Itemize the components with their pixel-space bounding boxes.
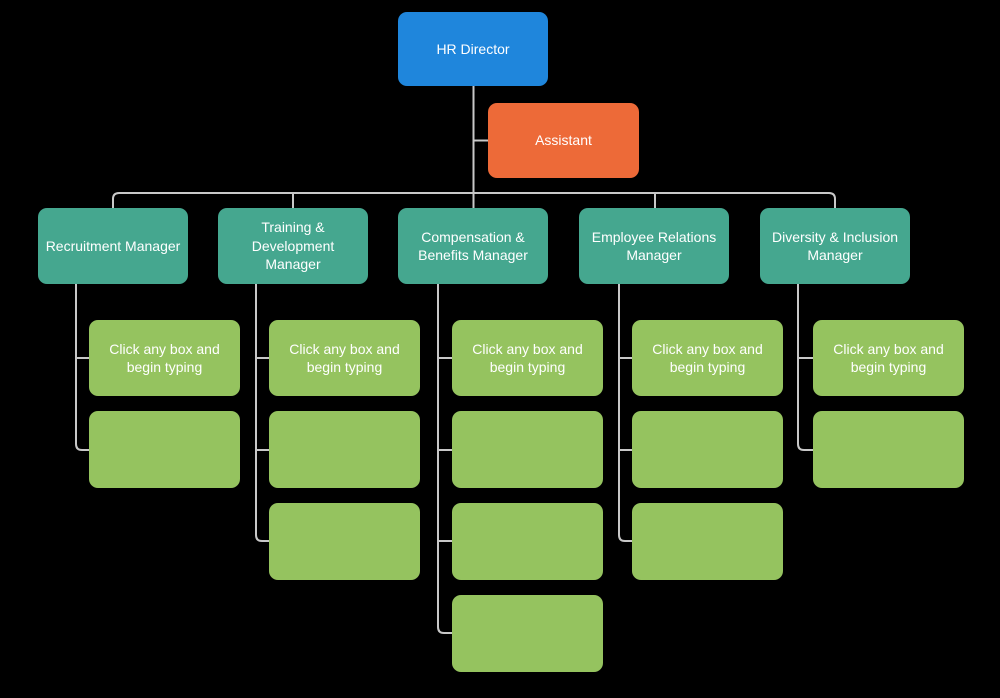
connector-column-diversity — [797, 284, 813, 451]
org-node-empty[interactable] — [89, 411, 240, 488]
connector-column-training — [255, 284, 269, 542]
org-node-empty[interactable] — [269, 411, 420, 488]
org-node-empty[interactable] — [452, 595, 603, 672]
org-node-placeholder[interactable]: Click any box and begin typing — [452, 320, 603, 396]
connector-column-compensation — [437, 284, 452, 634]
org-node-compensation-benefits-manager[interactable]: Compensation & Benefits Manager — [398, 208, 548, 284]
org-node-placeholder[interactable]: Click any box and begin typing — [89, 320, 240, 396]
org-node-label: HR Director — [436, 40, 510, 57]
org-node-hr-director[interactable]: HR Director — [398, 12, 548, 86]
org-node-placeholder-label: Click any box and begin typing — [109, 340, 220, 375]
org-node-placeholder-label: Click any box and begin typing — [289, 340, 400, 375]
org-node-assistant[interactable]: Assistant — [488, 103, 639, 178]
org-node-empty[interactable] — [632, 503, 783, 580]
org-node-training-development-manager[interactable]: Training & Development Manager — [218, 208, 368, 284]
org-node-empty[interactable] — [452, 411, 603, 488]
org-node-recruitment-manager[interactable]: Recruitment Manager — [38, 208, 188, 284]
org-node-label: Compensation & Benefits Manager — [418, 228, 528, 263]
org-node-label: Employee Relations Manager — [591, 228, 717, 263]
org-node-empty[interactable] — [269, 503, 420, 580]
org-node-diversity-inclusion-manager[interactable]: Diversity & Inclusion Manager — [760, 208, 910, 284]
org-node-employee-relations-manager[interactable]: Employee Relations Manager — [579, 208, 729, 284]
org-node-empty[interactable] — [632, 411, 783, 488]
org-node-placeholder[interactable]: Click any box and begin typing — [269, 320, 420, 396]
org-node-placeholder-label: Click any box and begin typing — [652, 340, 763, 375]
org-node-placeholder[interactable]: Click any box and begin typing — [632, 320, 783, 396]
org-node-label: Recruitment Manager — [45, 237, 181, 254]
org-node-placeholder-label: Click any box and begin typing — [472, 340, 583, 375]
org-node-label: Diversity & Inclusion Manager — [771, 228, 899, 263]
org-node-label: Training & Development Manager — [251, 219, 335, 273]
org-node-placeholder-label: Click any box and begin typing — [833, 340, 944, 375]
org-node-label: Assistant — [535, 132, 592, 149]
org-node-placeholder[interactable]: Click any box and begin typing — [813, 320, 964, 396]
connector-column-recruitment — [75, 284, 89, 451]
org-node-empty[interactable] — [452, 503, 603, 580]
connector-column-employee — [618, 284, 632, 542]
org-node-empty[interactable] — [813, 411, 964, 488]
